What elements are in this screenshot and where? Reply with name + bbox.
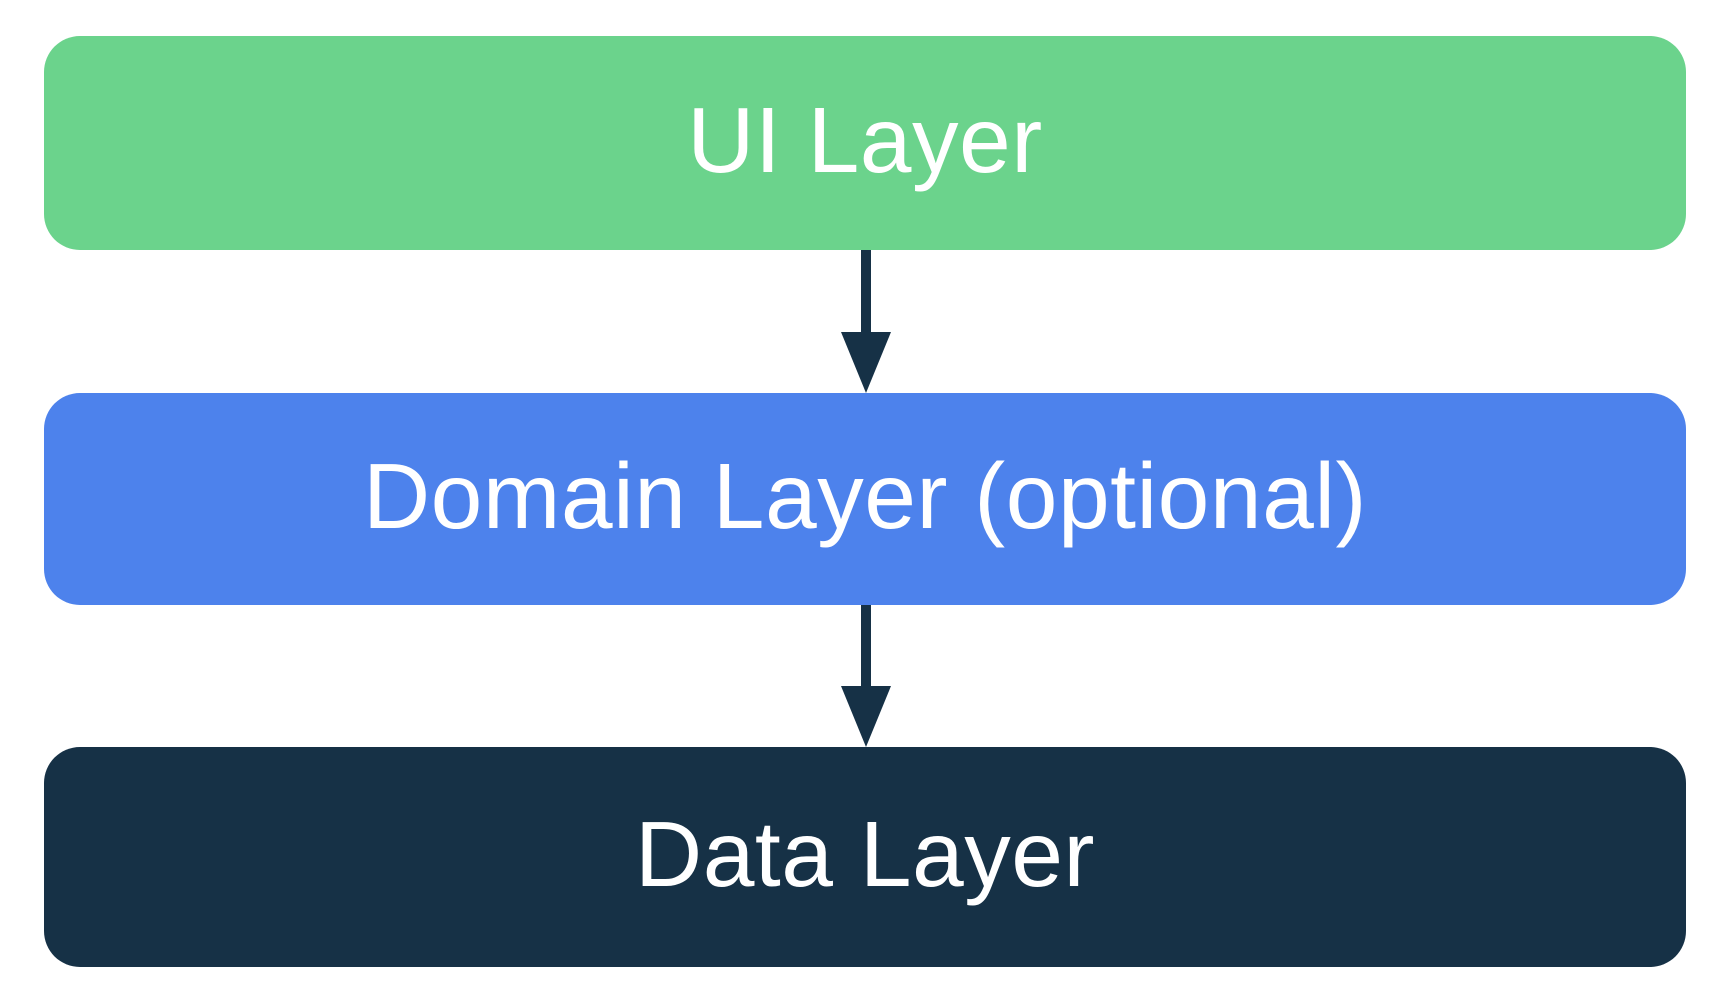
arrow-shaft bbox=[861, 605, 871, 686]
domain-layer-box: Domain Layer (optional) bbox=[44, 393, 1686, 605]
data-layer-label: Data Layer bbox=[635, 801, 1095, 906]
ui-layer-box: UI Layer bbox=[44, 36, 1686, 250]
domain-layer-label: Domain Layer (optional) bbox=[363, 443, 1367, 548]
arrow-ui-to-domain-icon bbox=[841, 250, 891, 393]
ui-layer-label: UI Layer bbox=[687, 87, 1043, 192]
data-layer-box: Data Layer bbox=[44, 747, 1686, 967]
arrow-domain-to-data-icon bbox=[841, 605, 891, 747]
arrow-shaft bbox=[861, 250, 871, 332]
arrow-head bbox=[841, 686, 891, 747]
arrow-head bbox=[841, 332, 891, 393]
